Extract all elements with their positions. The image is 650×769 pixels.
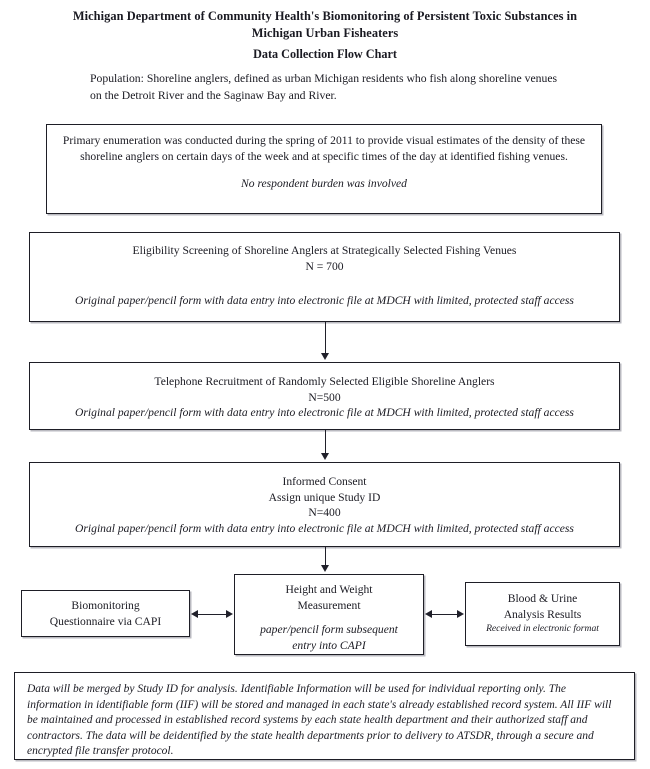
consent-title: Informed Consent [282,475,367,488]
consent-subtitle: Assign unique Study ID [268,490,381,504]
arrow-shaft [325,547,326,567]
arrow-shaft [430,614,459,615]
arrow-eligibility-to-recruitment [320,322,331,362]
consent-note: Original paper/pencil form with data ent… [75,521,574,535]
arrow-shaft [196,614,228,615]
disclosure-text: Data will be merged by Study ID for anal… [27,683,612,757]
enumeration-note: No respondent burden was involved [241,177,407,191]
recruitment-note: Original paper/pencil form with data ent… [75,406,574,419]
spacer [61,165,587,176]
arrow-head-down-icon [321,565,329,572]
spacer [241,613,417,622]
informed-consent-box: Informed Consent Assign unique Study ID … [29,462,620,547]
population-description: Population: Shoreline anglers, defined a… [90,72,558,102]
recruitment-count: N=500 [308,390,341,404]
labresults-line-1: Blood & Urine [507,592,578,605]
questionnaire-line-2: Questionnaire via CAPI [49,614,162,628]
measurement-note-2: entry into CAPI [292,638,366,652]
page-title: Michigan Department of Community Health'… [72,9,578,40]
consent-count: N=400 [308,506,341,519]
measurement-line-1: Height and Weight [285,583,373,596]
labresults-line-2: Analysis Results [503,607,582,621]
arrow-shaft [325,322,326,355]
arrow-recruitment-to-consent [320,430,331,462]
arrow-head-down-icon [321,453,329,460]
arrow-head-left-icon [425,610,432,618]
measurement-note-1: paper/pencil form subsequent [260,623,398,636]
spacer [40,274,609,293]
eligibility-count: N = 700 [305,259,344,273]
data-handling-disclosure-box: Data will be merged by Study ID for anal… [14,672,635,760]
arrow-head-right-icon [457,610,464,618]
arrow-questionnaire-measurement-bidirectional [191,609,233,620]
arrow-head-right-icon [226,610,233,618]
height-weight-measurement-box: Height and Weight Measurement paper/penc… [234,574,424,655]
arrow-head-left-icon [191,610,198,618]
biomonitoring-questionnaire-box: Biomonitoring Questionnaire via CAPI [21,590,190,637]
telephone-recruitment-box: Telephone Recruitment of Randomly Select… [29,362,620,430]
eligibility-screening-box: Eligibility Screening of Shoreline Angle… [29,232,620,322]
eligibility-note: Original paper/pencil form with data ent… [75,294,574,307]
arrow-shaft [325,430,326,455]
measurement-line-2: Measurement [297,598,361,612]
questionnaire-line-1: Biomonitoring [71,599,140,612]
enumeration-body: Primary enumeration was conducted during… [62,134,586,164]
enumeration-box: Primary enumeration was conducted during… [46,124,602,214]
blood-urine-analysis-box: Blood & Urine Analysis Results Received … [465,582,620,646]
arrow-measurement-labresults-bidirectional [425,609,464,620]
arrow-consent-to-measurement [320,547,331,574]
arrow-head-down-icon [321,353,329,360]
eligibility-title: Eligibility Screening of Shoreline Angle… [132,244,517,257]
page-subtitle: Data Collection Flow Chart [253,47,397,61]
labresults-note: Received in electronic format [486,623,599,634]
recruitment-title: Telephone Recruitment of Randomly Select… [154,375,495,388]
